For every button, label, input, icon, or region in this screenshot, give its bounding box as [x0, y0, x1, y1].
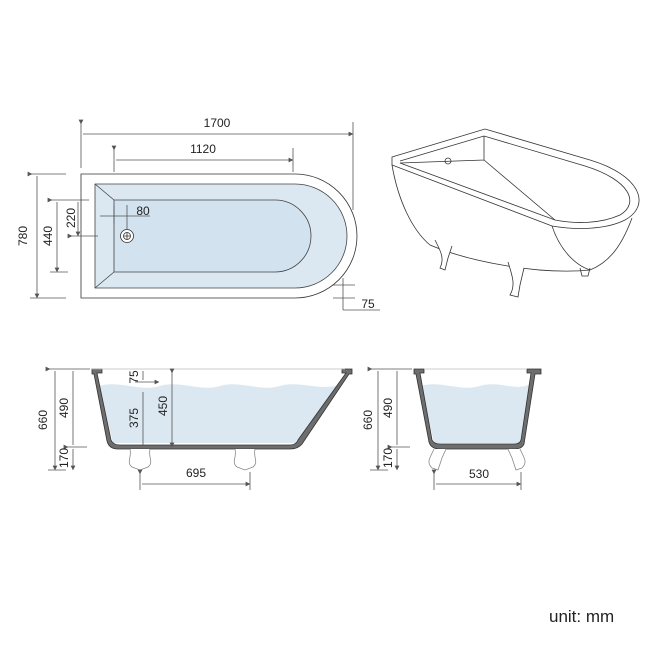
end-water — [421, 384, 530, 443]
dim-end-leg-height: 170 — [381, 448, 395, 468]
dim-drain-offset-y: 220 — [64, 208, 78, 228]
dim-width: 780 — [16, 226, 30, 246]
plan-view — [30, 122, 380, 311]
dim-side-leg-spacing: 695 — [186, 466, 206, 480]
dim-water-depth: 375 — [127, 408, 141, 428]
claw-foot-icon — [233, 448, 257, 471]
dim-end-leg-spacing: 530 — [469, 467, 489, 481]
tub-basin — [113, 199, 312, 273]
side-view — [48, 369, 353, 490]
dim-end-total-height: 660 — [361, 410, 375, 430]
perspective-view — [391, 128, 640, 298]
dim-inner-width: 440 — [41, 226, 55, 246]
dim-side-total-height: 660 — [36, 410, 50, 430]
dim-side-tub-height: 490 — [57, 398, 71, 418]
claw-foot-icon — [507, 261, 525, 298]
dim-length: 1700 — [204, 116, 231, 130]
tub-3d-rim — [391, 128, 640, 229]
dim-overflow-depth: 75 — [127, 370, 141, 384]
claw-foot-icon — [128, 448, 152, 471]
side-water — [99, 384, 342, 443]
dim-rim: 75 — [361, 297, 375, 311]
claw-foot-icon — [428, 448, 447, 471]
end-view — [370, 369, 542, 490]
dim-inner-depth: 450 — [156, 396, 170, 416]
dim-drain-offset-x: 80 — [136, 204, 150, 218]
dim-side-leg-height: 170 — [57, 448, 71, 468]
claw-foot-icon — [507, 448, 526, 471]
unit-label: unit: mm — [549, 607, 615, 626]
dim-end-tub-height: 490 — [381, 398, 395, 418]
claw-foot-icon — [434, 239, 453, 271]
dim-inner-length: 1120 — [190, 142, 216, 156]
